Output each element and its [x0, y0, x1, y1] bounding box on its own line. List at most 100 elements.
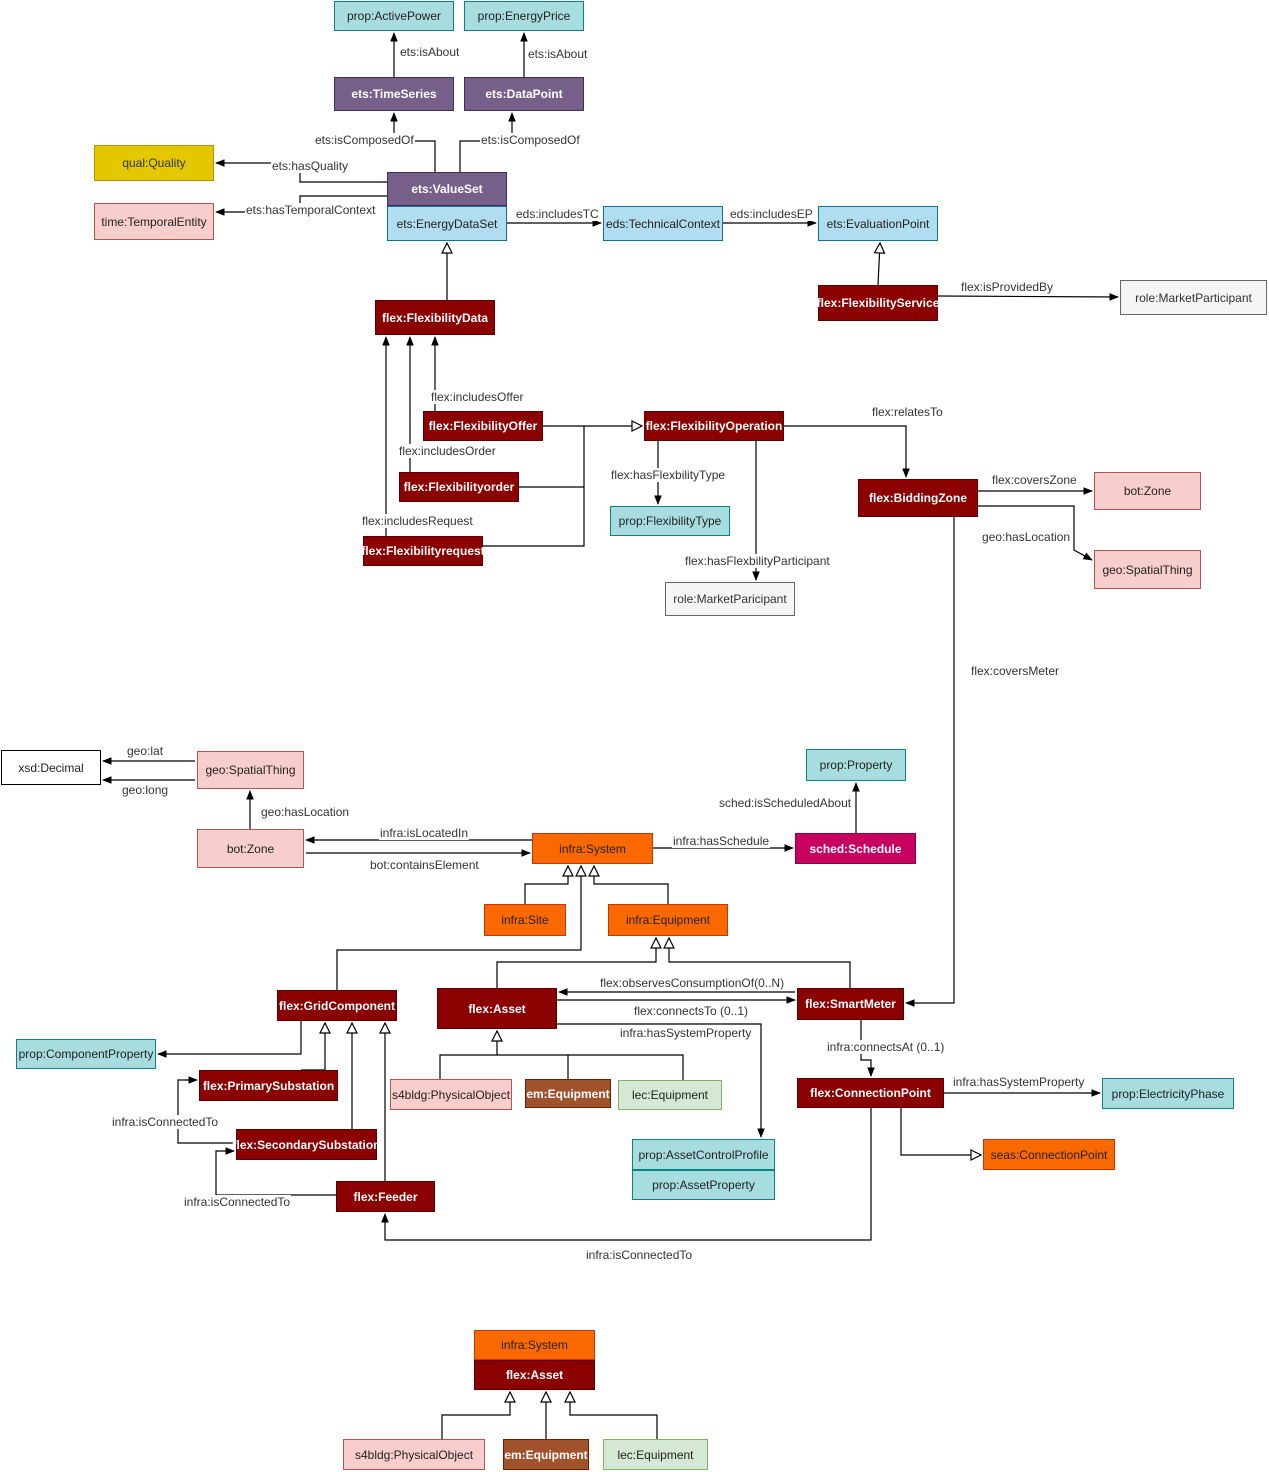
node-bot-zone: bot:Zone: [197, 829, 304, 868]
edge-label-has-quality: ets:hasQuality: [271, 159, 350, 173]
node-connection-point: flex:ConnectionPoint: [797, 1078, 944, 1108]
node-xsd-decimal: xsd:Decimal: [1, 750, 101, 785]
node-flexibility-data: flex:FlexibilityData: [375, 300, 495, 335]
node-s4bldg-physical: s4bldg:PhysicalObject: [390, 1079, 512, 1110]
node-market-participant: role:MarketParticipant: [1120, 280, 1267, 315]
edge-label-is-composed-of-2: ets:isComposedOf: [480, 133, 581, 147]
node-infra-system: infra:System: [532, 833, 653, 864]
legend-lec-subclass: [570, 1392, 658, 1439]
edge-label-is-scheduled-about: sched:isScheduledAbout: [718, 796, 853, 810]
node-data-point: ets:DataPoint: [464, 77, 584, 111]
edge-asset-subclass: [496, 938, 656, 988]
node-infra-site: infra:Site: [484, 904, 566, 936]
node-flexibility-request: flex:Flexibilityrequest: [361, 536, 485, 566]
node-infra-equipment: infra:Equipment: [608, 904, 728, 936]
edge-covers-meter: [905, 517, 955, 1007]
node-asset-property: prop:AssetProperty: [632, 1170, 775, 1200]
edge-label-connects-to: flex:connectsTo (0..1): [633, 1004, 750, 1018]
edge-component-property: [157, 1021, 302, 1058]
node-electricity-phase: prop:ElectricityPhase: [1102, 1078, 1234, 1109]
edge-has-location-top: [978, 505, 1093, 561]
node-spatial-thing: geo:SpatialThing: [197, 751, 304, 789]
edge-grid-subclass: [336, 866, 581, 990]
edge-label-has-flexibility-type: flex:hasFlexbilityType: [610, 468, 727, 482]
edge-primary-connected: [177, 1076, 236, 1144]
edge-label-includes-ep: eds:includesEP: [729, 207, 814, 221]
legend-infra-system: infra:System: [474, 1330, 595, 1360]
edge-label-has-flexibility-participant: flex:hasFlexbilityParticipant: [684, 554, 831, 568]
edge-label-is-about-1: ets:isAbout: [399, 45, 461, 59]
node-energy-price: prop:EnergyPrice: [464, 1, 584, 31]
edge-label-is-composed-of-1: ets:isComposedOf: [314, 133, 415, 147]
legend-lec-equipment: lec:Equipment: [603, 1439, 708, 1470]
node-em-equipment: em:Equipment: [525, 1079, 611, 1108]
edge-primary-subclass: [301, 1023, 325, 1071]
edge-label-is-connected-to-3: infra:isConnectedTo: [585, 1248, 694, 1262]
edge-lec-subclass: [568, 1054, 684, 1080]
node-evaluation-point: ets:EvaluationPoint: [818, 206, 938, 241]
edge-service-subclass: [878, 243, 880, 286]
edge-label-has-schedule: infra:hasSchedule: [672, 834, 771, 848]
node-technical-context: eds:TechnicalContext: [603, 206, 723, 241]
node-sched-schedule: sched:Schedule: [795, 833, 916, 864]
edge-label-connects-at: infra:connectsAt (0..1): [826, 1040, 946, 1054]
node-quality: qual:Quality: [94, 145, 214, 181]
node-time-series: ets:TimeSeries: [334, 77, 454, 111]
node-feeder: flex:Feeder: [336, 1181, 435, 1212]
edge-provided-by: [937, 293, 1119, 301]
edge-label-has-system-property-1: infra:hasSystemProperty: [619, 1026, 753, 1040]
legend-s4bldg-subclass: [441, 1392, 510, 1439]
node-spatial-thing-top: geo:SpatialThing: [1094, 550, 1201, 589]
legend-em-equipment: em:Equipment: [503, 1439, 589, 1470]
edge-equipment-subclass: [594, 866, 669, 904]
node-prop-property: prop:Property: [806, 749, 906, 781]
node-grid-component: flex:GridComponent: [277, 990, 397, 1021]
edge-relates-to: [784, 425, 910, 478]
edge-label-has-location-top: geo:hasLocation: [981, 530, 1072, 544]
node-bot-zone-top: bot:Zone: [1094, 472, 1201, 510]
edge-label-is-connected-to-1: infra:isConnectedTo: [111, 1115, 220, 1129]
edge-system-property-1: [557, 1023, 765, 1138]
node-component-property: prop:ComponentProperty: [16, 1039, 156, 1069]
node-temporal-entity: time:TemporalEntity: [94, 203, 214, 240]
node-flexibility-order: flex:Flexibilityorder: [399, 472, 519, 502]
edge-label-includes-tc: eds:includesTC: [515, 207, 600, 221]
edge-label-geo-lat: geo:lat: [126, 744, 165, 758]
edge-label-has-system-property-2: infra:hasSystemProperty: [952, 1075, 1086, 1089]
edge-s4bldg-subclass: [439, 1031, 497, 1079]
edge-label-observes-consumption: flex:observesConsumptionOf(0..N): [599, 976, 786, 990]
node-secondary-substation: flex:SecondarySubstation: [232, 1129, 381, 1160]
node-energy-dataset: ets:EnergyDataSet: [387, 206, 507, 241]
legend-s4bldg-physical: s4bldg:PhysicalObject: [343, 1439, 485, 1470]
node-flexibility-offer: flex:FlexibilityOffer: [423, 411, 543, 441]
edge-seas-subclass: [900, 1108, 981, 1155]
edge-label-includes-request: flex:includesRequest: [361, 514, 474, 528]
edge-label-is-connected-to-2: infra:isConnectedTo: [183, 1195, 292, 1209]
edge-site-subclass: [524, 866, 568, 904]
node-flexibility-type: prop:FlexibilityType: [610, 506, 730, 536]
node-seas-connection-point: seas:ConnectionPoint: [983, 1139, 1115, 1170]
node-flexibility-service: flex:FlexibilityService: [817, 285, 939, 321]
node-smart-meter: flex:SmartMeter: [797, 988, 904, 1020]
node-primary-substation: flex:PrimarySubstation: [199, 1070, 338, 1101]
edge-label-has-temporal-context: ets:hasTemporalContext: [245, 203, 377, 217]
edge-label-has-location: geo:hasLocation: [260, 805, 351, 819]
legend-flex-asset: flex:Asset: [474, 1360, 595, 1390]
edge-label-is-about-2: ets:isAbout: [527, 47, 589, 61]
edge-label-is-located-in: infra:isLocatedIn: [379, 826, 470, 840]
edge-meter-subclass: [669, 938, 851, 988]
node-value-set: ets:ValueSet: [387, 172, 507, 206]
node-active-power: prop:ActivePower: [334, 1, 454, 31]
edge-connection-feeder: [381, 1108, 872, 1241]
edge-label-covers-zone: flex:coversZone: [991, 473, 1078, 487]
edge-label-includes-order: flex:includesOrder: [398, 444, 497, 458]
node-flex-asset: flex:Asset: [437, 988, 557, 1029]
node-bidding-zone: flex:BiddingZone: [858, 479, 978, 517]
edge-label-relates-to: flex:relatesTo: [871, 405, 944, 419]
node-asset-control-profile: prop:AssetControlProfile: [632, 1139, 775, 1170]
edge-label-geo-long: geo:long: [121, 783, 170, 797]
node-flexibility-operation: flex:FlexibilityOperation: [644, 411, 784, 441]
edge-label-includes-offer: flex:includesOffer: [430, 390, 525, 404]
edge-label-covers-meter: flex:coversMeter: [970, 664, 1061, 678]
